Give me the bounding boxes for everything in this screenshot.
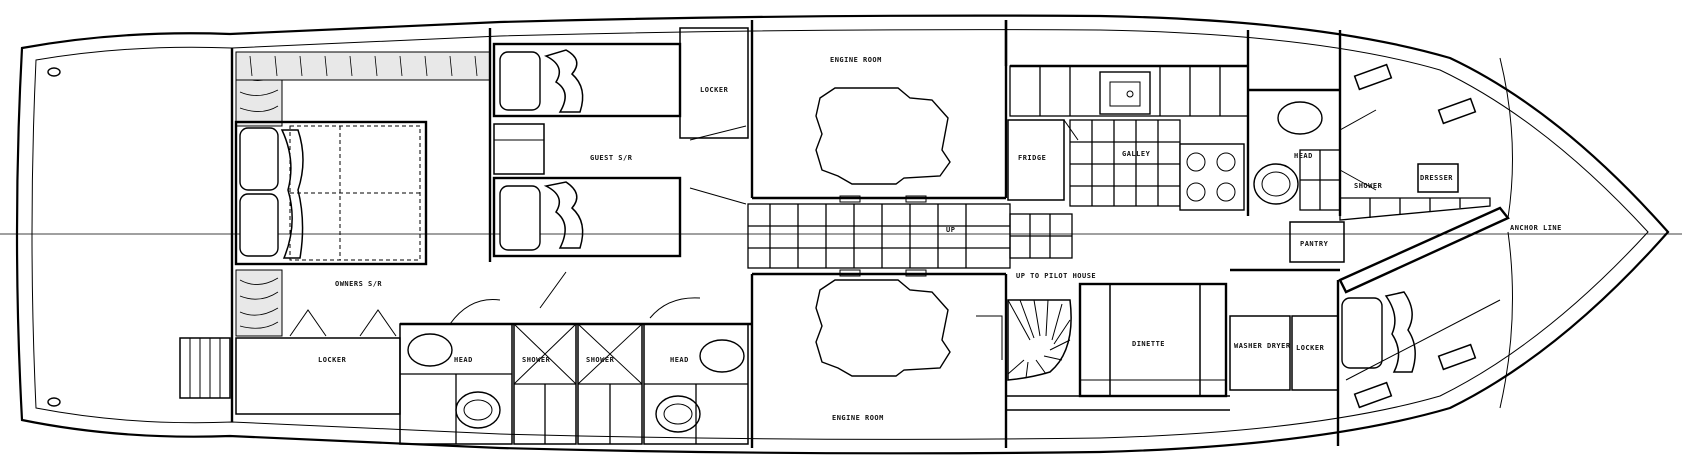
- cleat-aft-bottom: [47, 397, 61, 407]
- head-port-label: HEAD: [454, 356, 473, 364]
- spiral-stair: [1007, 299, 1072, 381]
- hull-inner-line: [31, 29, 1649, 440]
- aft-heads-showers: HEAD SHOWER SHOWER HEAD: [399, 271, 752, 445]
- up-pilot-house-label: UP TO PILOT HOUSE: [1016, 272, 1096, 280]
- fwd-head-sink: [1277, 101, 1323, 135]
- engine-room-bottom-label: ENGINE ROOM: [832, 414, 884, 422]
- engine-room-top-label: ENGINE ROOM: [830, 56, 882, 64]
- galley: FRIDGE GALLEY: [1007, 30, 1250, 216]
- hatch-1: [1353, 63, 1393, 91]
- corridor-tile-grid: UP: [747, 203, 1073, 269]
- head-stbd-sink: [655, 395, 701, 433]
- galley-label: GALLEY: [1122, 150, 1151, 158]
- shower-2-label: SHOWER: [586, 356, 615, 364]
- aft-steps: [179, 337, 231, 399]
- fwd-head: HEAD: [1248, 88, 1342, 216]
- hatch-2: [1437, 97, 1477, 125]
- pantry: [1289, 221, 1345, 263]
- engine-bottom-block: [815, 279, 951, 377]
- head-fwd-label: HEAD: [1294, 152, 1313, 160]
- hatch-4: [1353, 381, 1393, 409]
- anchor-line-label: ANCHOR LINE: [1510, 224, 1562, 232]
- dresser-label: DRESSER: [1420, 174, 1453, 182]
- head-stbd-toilet: [699, 339, 745, 373]
- head-port-toilet: [407, 333, 453, 367]
- wood-shelf-top: [235, 51, 491, 81]
- dresser: [1417, 163, 1459, 193]
- owners-bed: [234, 120, 428, 266]
- shower-1-label: SHOWER: [522, 356, 551, 364]
- fwd-head-toilet: [1253, 163, 1299, 205]
- guest-locker-label: LOCKER: [700, 86, 729, 94]
- washer-dryer-label: WASHER DRYER: [1234, 342, 1291, 350]
- galley-sink: [1099, 71, 1151, 115]
- head-stbd-label: HEAD: [670, 356, 689, 364]
- fwd-shower: SHOWER: [1339, 109, 1491, 221]
- fridge-label: FRIDGE: [1018, 154, 1046, 162]
- fridge: [1007, 119, 1065, 201]
- guest-locker: [679, 27, 749, 139]
- up-label: UP: [946, 226, 955, 234]
- owners-stateroom: OWNERS S/R: [234, 51, 491, 337]
- fwd-locker-label: LOCKER: [1296, 344, 1325, 352]
- guest-sr-label: GUEST S/R: [590, 154, 633, 162]
- washer-dryer: [1229, 315, 1291, 391]
- vee-pillow: [1341, 297, 1383, 369]
- pantry-label: PANTRY: [1300, 240, 1329, 248]
- aft-locker-label: LOCKER: [318, 356, 347, 364]
- guest-bunk-bottom: [492, 176, 682, 258]
- engine-room-bottom: ENGINE ROOM: [815, 269, 1003, 422]
- dinette-label: DINETTE: [1132, 340, 1165, 348]
- owners-pillow-1: [239, 127, 279, 191]
- head-port-sink: [455, 391, 501, 429]
- owners-sr-label: OWNERS S/R: [335, 280, 382, 288]
- dinette-area: UP TO PILOT HOUSE DINETTE: [1006, 272, 1230, 411]
- engine-top-block: [815, 87, 951, 185]
- wood-locker-bottom: [235, 269, 283, 337]
- owners-pillow-2: [239, 193, 279, 257]
- hatch-3: [1437, 343, 1477, 371]
- engine-room-top: ENGINE ROOM: [815, 56, 951, 203]
- cleat-aft-top: [47, 67, 61, 77]
- galley-stove: [1179, 143, 1245, 211]
